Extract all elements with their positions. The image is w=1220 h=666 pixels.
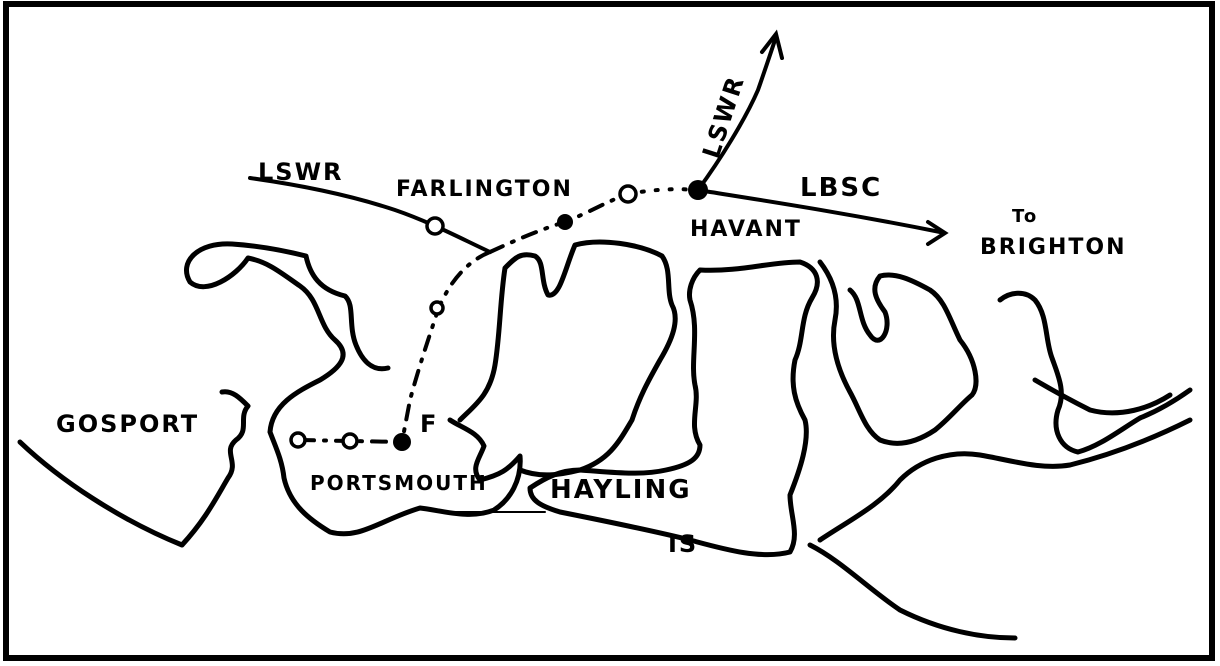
gosport-coastline: [17, 389, 251, 548]
hayling-island-coastline: [527, 259, 820, 558]
map-border: [3, 1, 1215, 661]
lswr-west-label: LSWR: [258, 158, 344, 186]
brighton-label: BRIGHTON: [980, 235, 1127, 260]
farlington-label: FARLINGTON: [396, 177, 573, 202]
havant-station: [688, 180, 708, 200]
east-of-farlington-station: [618, 184, 638, 204]
east-inlet-shore: [1032, 377, 1173, 416]
lswr-west-line: [248, 176, 492, 254]
havant-label: HAVANT: [690, 217, 802, 242]
portsmouth-branch-line: [400, 250, 492, 444]
chichester-east-shore: [997, 290, 1193, 455]
gosport-label: GOSPORT: [56, 410, 199, 438]
gosport-ferry-station: [289, 431, 307, 449]
hayling-label: HAYLING: [550, 475, 692, 505]
east-arrow-head: [926, 220, 949, 246]
fratton-branch-station: [429, 300, 445, 316]
lswr-north-label: LSWR: [697, 72, 750, 162]
lswr-north-line: [696, 38, 777, 192]
portsea-inner-shore: [457, 239, 678, 478]
f-label: F: [420, 410, 438, 438]
mid-portsmouth-station: [341, 432, 359, 450]
chichester-south-shore: [807, 417, 1193, 641]
portsmouth-station: [393, 433, 411, 451]
is-label: IS: [668, 530, 698, 558]
farlington-junction-station: [557, 214, 573, 230]
north-arrow-head: [760, 29, 784, 60]
to-label: To: [1012, 206, 1038, 227]
lbsc-line: [696, 188, 942, 234]
chichester-harbour-shore: [817, 259, 979, 446]
portsmouth-label: PORTSMOUTH: [310, 471, 488, 495]
lbsc-label: LBSC: [800, 173, 882, 203]
farlington-station: [425, 216, 445, 236]
havant-approach-line: [626, 187, 698, 196]
